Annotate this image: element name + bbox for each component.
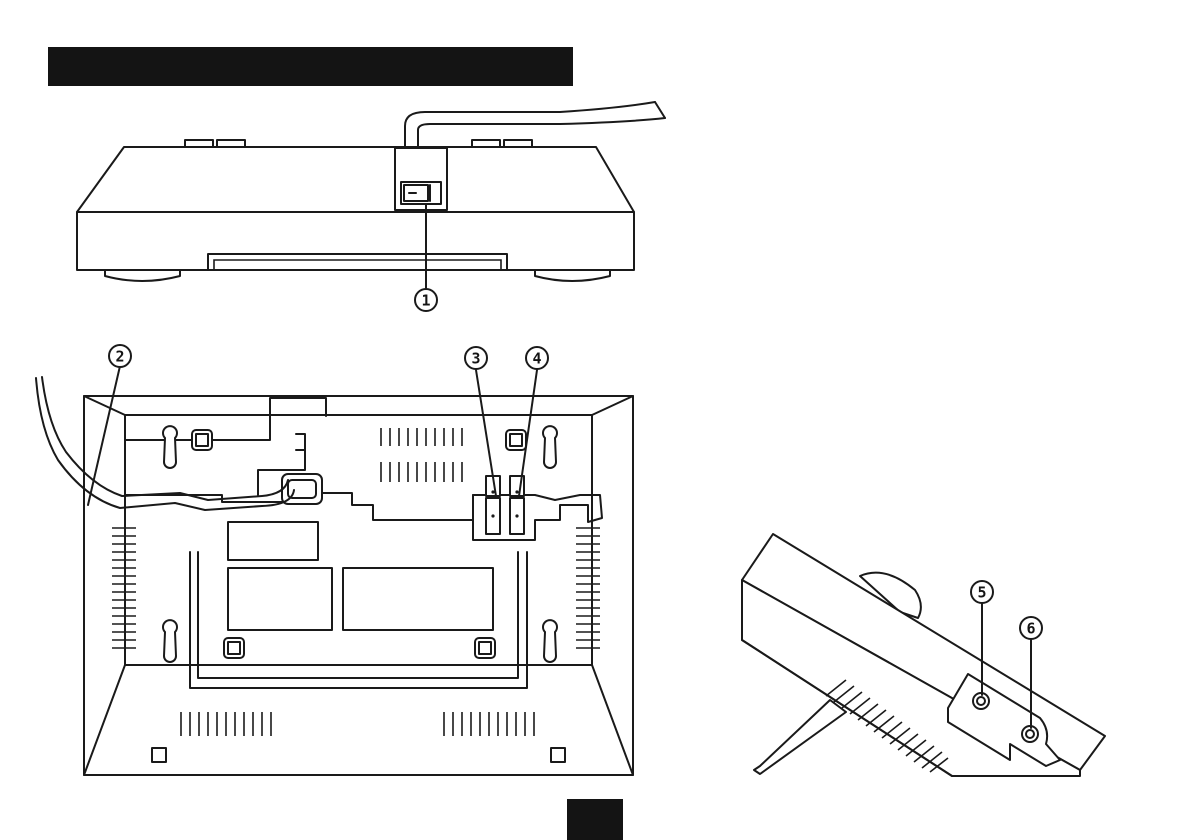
callout-5: 5 <box>971 581 993 603</box>
callout-2: 2 <box>109 345 131 367</box>
bottom-view-device <box>36 366 633 775</box>
callout-4-number: 4 <box>532 350 541 368</box>
callout-1: 1 <box>415 289 437 311</box>
callout-3-number: 3 <box>471 350 480 368</box>
callout-2-number: 2 <box>115 348 124 366</box>
callout-3: 3 <box>465 347 487 369</box>
side-view-device <box>742 534 1105 776</box>
callout-6: 6 <box>1020 617 1042 639</box>
callout-4: 4 <box>526 347 548 369</box>
callout-6-number: 6 <box>1026 620 1035 638</box>
front-view-device <box>77 102 665 288</box>
callout-1-number: 1 <box>421 292 430 310</box>
callout-5-number: 5 <box>977 584 986 602</box>
